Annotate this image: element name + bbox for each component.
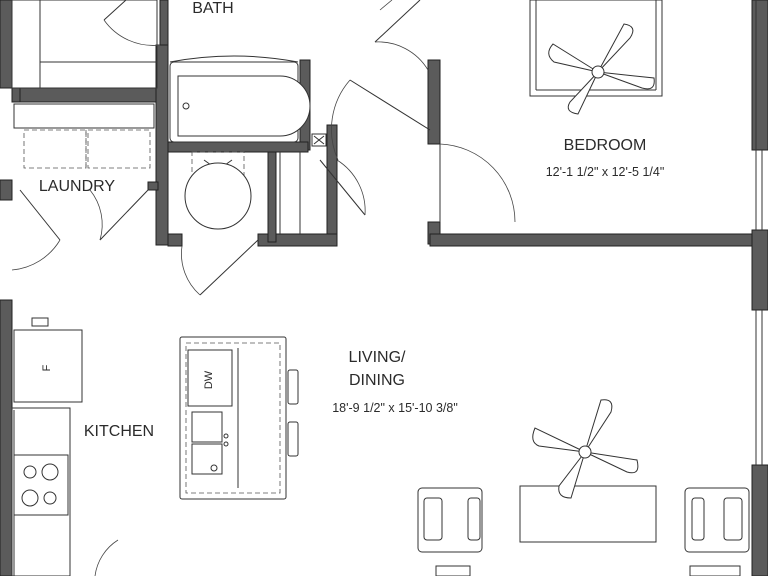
washer	[23, 129, 87, 169]
kitchen-counter	[11, 407, 71, 576]
dishwasher	[187, 349, 233, 407]
chair-icon	[287, 369, 299, 457]
wall-bath-left	[155, 44, 169, 246]
sink-icon	[191, 411, 229, 475]
wall-closet-right	[326, 124, 338, 246]
fridge: F	[13, 317, 83, 403]
bathtub-icon	[169, 55, 311, 143]
kitchen-label: KITCHEN	[84, 423, 154, 440]
laundry-label: LAUNDRY	[39, 178, 116, 195]
wall-left-upper	[0, 0, 13, 89]
living-dimensions: 18'-9 1/2" x 15'-10 3/8"	[332, 401, 458, 415]
bath-label: BATH	[192, 0, 233, 17]
stove-icon	[13, 454, 69, 516]
dishwasher-label: DW	[203, 370, 215, 389]
doors	[11, 0, 516, 576]
armchair-left	[417, 487, 483, 553]
living-label-line2: DINING	[349, 372, 405, 389]
wall-laundry-top	[11, 87, 163, 103]
coffee-table	[519, 485, 657, 543]
wall-bath-left-stub	[147, 181, 159, 191]
wall-left-lower	[0, 299, 13, 576]
wall-bedroom-left-upper	[427, 59, 441, 145]
wall-closet-top	[167, 141, 309, 153]
fridge-label: F	[41, 364, 53, 371]
wall-right-mid	[751, 229, 768, 311]
wall-bedroom-bottom	[429, 233, 753, 247]
armchair-right	[684, 487, 750, 553]
wall-right-upper	[751, 0, 768, 151]
ceiling-fan-icon	[548, 23, 655, 115]
bed	[529, 0, 663, 97]
wall-bath-top	[159, 0, 169, 46]
living-label-line1: LIVING/	[349, 349, 406, 366]
wall-bath-bottom-left	[167, 233, 183, 247]
wall-left-mid	[0, 179, 13, 201]
bedroom-dimensions: 12'-1 1/2" x 12'-5 1/4"	[546, 165, 665, 179]
toilet-icon	[184, 151, 252, 230]
bedroom-label: BEDROOM	[564, 137, 647, 154]
dryer	[87, 129, 151, 169]
wall-right-lower	[751, 464, 768, 576]
ceiling-fan-icon	[532, 399, 639, 499]
sofa-left-edge	[435, 565, 471, 576]
wall-closet-left	[267, 151, 277, 243]
wall-laundry-left	[11, 87, 21, 103]
sofa-right-edge	[689, 565, 741, 576]
